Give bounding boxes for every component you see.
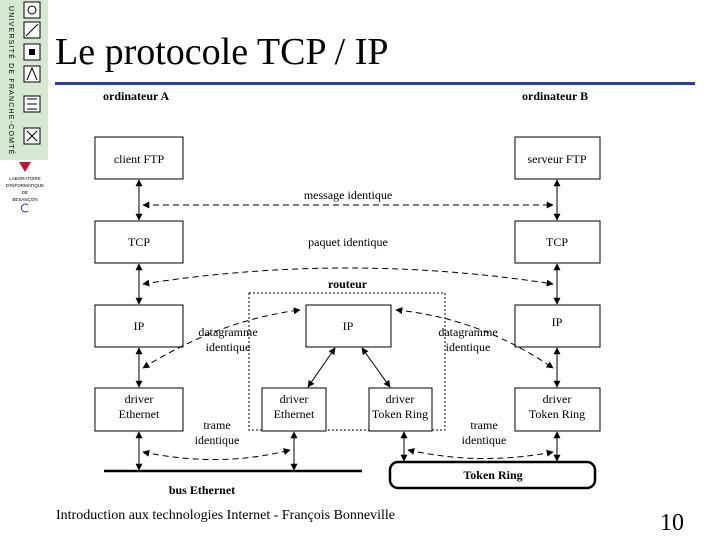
crest-icon-6-mark (26, 130, 38, 142)
slide-footer: Introduction aux technologies Internet -… (56, 508, 396, 523)
ip-router-label: IP (343, 319, 354, 333)
university-logo-strip: UNIVERSITÉ DE FRANCHE-COMTÉ LABORATOIRE … (0, 0, 48, 213)
peer-arrow-paquet (142, 267, 554, 287)
lab-line-3: DE (22, 190, 28, 195)
trame-right-line2: identique (462, 433, 507, 447)
datagramme-right-line1: datagramme (438, 325, 497, 339)
server-ftp-box (514, 136, 601, 180)
peer-arrow-trame-right (407, 447, 554, 460)
token-ring-label: Token Ring (463, 468, 522, 482)
trame-left-line1: trame (203, 418, 230, 432)
page-number: 10 (660, 510, 684, 536)
driver-token-ring-router-line1: driver (386, 392, 415, 406)
university-vertical-text: UNIVERSITÉ DE FRANCHE-COMTÉ (7, 6, 16, 155)
crest-icon-1 (23, 1, 41, 19)
peer-arrow-trame-left (142, 448, 291, 461)
paquet-identique-label: paquet identique (308, 235, 388, 249)
tcp-b-label: TCP (546, 235, 568, 249)
client-ftp-label: client FTP (114, 152, 165, 166)
crest-icon-3-mark (29, 49, 35, 55)
peer-arrow-datagramme-right (395, 307, 554, 369)
lab-line-2: D'INFORMATIQUE (6, 183, 44, 188)
crest-icon-5-mark (27, 98, 37, 110)
datagramme-left-line1: datagramme (198, 325, 257, 339)
client-ftp-box (94, 136, 184, 180)
tcp-b-box (514, 220, 601, 264)
driver-ethernet-router-line1: driver (280, 392, 309, 406)
title-rule (55, 82, 695, 85)
lab-line-4: BESANÇON (12, 197, 37, 202)
datagramme-left-line2: identique (206, 340, 251, 354)
arrow-router-ip-token-ring (361, 347, 391, 388)
lab-line-1: LABORATOIRE (9, 176, 41, 181)
datagramme-right-line2: identique (446, 340, 491, 354)
driver-ethernet-a-box (94, 387, 184, 432)
lab-logo-icon (19, 162, 31, 172)
driver-ethernet-router-line2: Ethernet (274, 407, 315, 421)
crest-icon-4-mark (26, 66, 38, 81)
slide-title: Le protocole TCP / IP (55, 31, 389, 73)
peer-arrow-datagramme-left (142, 307, 301, 369)
driver-ethernet-a-line1: driver (125, 392, 154, 406)
driver-ethernet-a-line2: Ethernet (119, 407, 160, 421)
token-ring-box (388, 460, 597, 490)
driver-token-ring-b-box (514, 387, 601, 432)
driver-token-ring-b-line1: driver (543, 392, 572, 406)
tcp-a-label: TCP (128, 235, 150, 249)
bus-ethernet-label: bus Ethernet (169, 483, 235, 497)
lab-swirl-icon (20, 203, 29, 213)
ip-a-label: IP (134, 319, 145, 333)
arrow-router-ip-ethernet (307, 347, 336, 388)
host-b-label: ordinateur B (522, 89, 588, 103)
driver-token-ring-b-line2: Token Ring (529, 407, 585, 421)
message-identique-label: message identique (304, 188, 392, 202)
crest-icon-1-mark (27, 5, 37, 15)
ip-b-label: IP (552, 315, 563, 329)
driver-token-ring-router-line2: Token Ring (372, 407, 428, 421)
tcp-a-box (94, 220, 184, 264)
driver-token-ring-router-box (368, 387, 433, 432)
router-label: routeur (328, 277, 368, 291)
host-a-label: ordinateur A (103, 89, 169, 103)
crest-icon-2-mark (25, 23, 39, 37)
ip-router-box (305, 304, 392, 348)
server-ftp-label: serveur FTP (528, 152, 587, 166)
trame-right-line1: trame (470, 418, 497, 432)
driver-ethernet-router-box (261, 387, 327, 432)
trame-left-line2: identique (195, 433, 240, 447)
